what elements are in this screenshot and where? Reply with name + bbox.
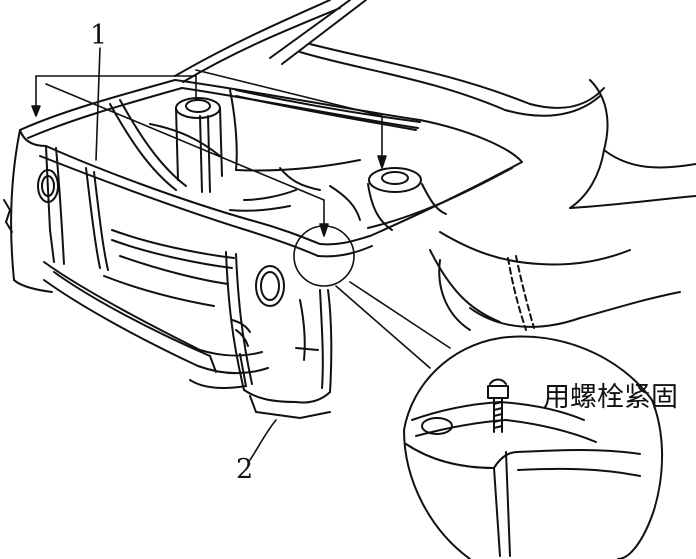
callout-label-1: 1 [90,20,108,51]
detail-view [404,337,662,559]
radiator-support-upper-frame [20,80,522,256]
callout-label-2: 2 [236,454,254,485]
bolt-icon [488,380,508,433]
lower-cross-member [44,230,268,388]
left-side-panel [4,130,108,292]
windshield-lines [175,0,604,116]
right-fender-body [430,80,696,330]
callout-2-leader [250,420,276,460]
callout-1-arrows [32,48,386,236]
center-support-pillar [226,252,331,418]
detail-leader [294,226,450,368]
bolt-fastening-note: 用螺栓紧固 [543,382,678,413]
engine-bay-details [110,90,446,230]
